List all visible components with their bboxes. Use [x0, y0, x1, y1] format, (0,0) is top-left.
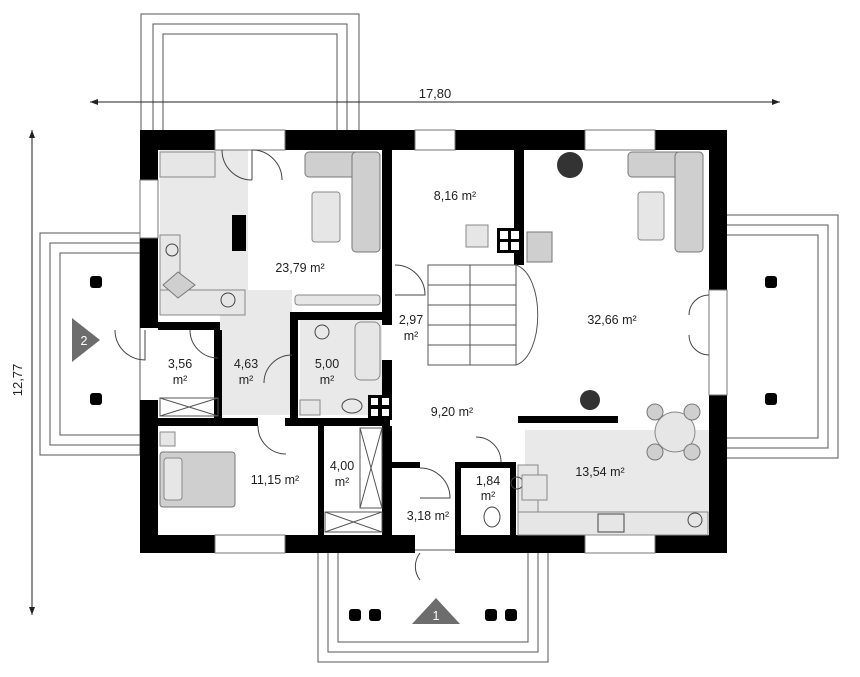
terrace-top: [140, 13, 360, 133]
room-area-closet: 4,00: [330, 459, 354, 473]
terrace-posts: [90, 276, 777, 621]
room-unit-stairs: m²: [404, 329, 419, 343]
room-area-living: 32,66 m²: [587, 313, 636, 327]
room-area-bathroom: 5,00: [315, 357, 339, 371]
dimension-height-label: 12,77: [10, 364, 25, 397]
bed: [159, 431, 236, 508]
wc-fixtures: [483, 474, 548, 528]
exterior-walls: [140, 130, 727, 553]
dimension-width-label: 17,80: [419, 86, 452, 101]
closets: [159, 397, 383, 533]
room-area-kitchen: 13,54 m²: [575, 465, 624, 479]
room-unit-wc: m²: [481, 489, 496, 503]
windows: [139, 129, 728, 554]
dimension-height: [29, 130, 35, 615]
room-area-hall-small: 4,63: [234, 357, 258, 371]
room-area-stairs: 2,97: [399, 313, 423, 327]
staircase: [427, 264, 539, 366]
floor-zones: [160, 150, 710, 530]
terrace-right: [724, 214, 839, 459]
room-unit-closet: m²: [335, 475, 350, 489]
room-area-utility: 8,16 m²: [434, 189, 476, 203]
terrace-bottom: [317, 549, 549, 663]
room-unit-entry: m²: [173, 373, 188, 387]
boiler: [465, 224, 489, 248]
interior-walls: [158, 150, 618, 537]
room-area-vestibule: 3,18 m²: [407, 509, 449, 523]
entrance-number-2: 2: [81, 334, 88, 348]
terrace-left: [39, 232, 141, 456]
room-area-bedroom: 11,15 m²: [251, 473, 299, 487]
room-unit-bathroom: m²: [320, 373, 335, 387]
doors: [114, 149, 710, 581]
entrance-number-1: 1: [433, 609, 440, 623]
vents: [368, 228, 522, 419]
entrance-marker-1: 1: [412, 598, 460, 624]
kitchen-counter: [159, 151, 246, 316]
sofa-top-left: [304, 151, 381, 253]
entrance-marker-2: 2: [72, 318, 100, 362]
room-area-entry: 3,56: [168, 357, 192, 371]
dining-table: [646, 403, 701, 461]
fireplace: [526, 231, 553, 263]
bathroom-fixtures: [299, 321, 381, 416]
sofa-living: [627, 151, 704, 253]
plants: [557, 152, 600, 410]
room-area-hall: 9,20 m²: [431, 405, 473, 419]
dimension-width: [90, 99, 780, 105]
room-unit-hall-small: m²: [239, 373, 254, 387]
room-area-kitchen-dining: 23,79 m²: [275, 261, 324, 275]
room-area-wc: 1,84: [476, 474, 500, 488]
radiator: [294, 294, 381, 306]
